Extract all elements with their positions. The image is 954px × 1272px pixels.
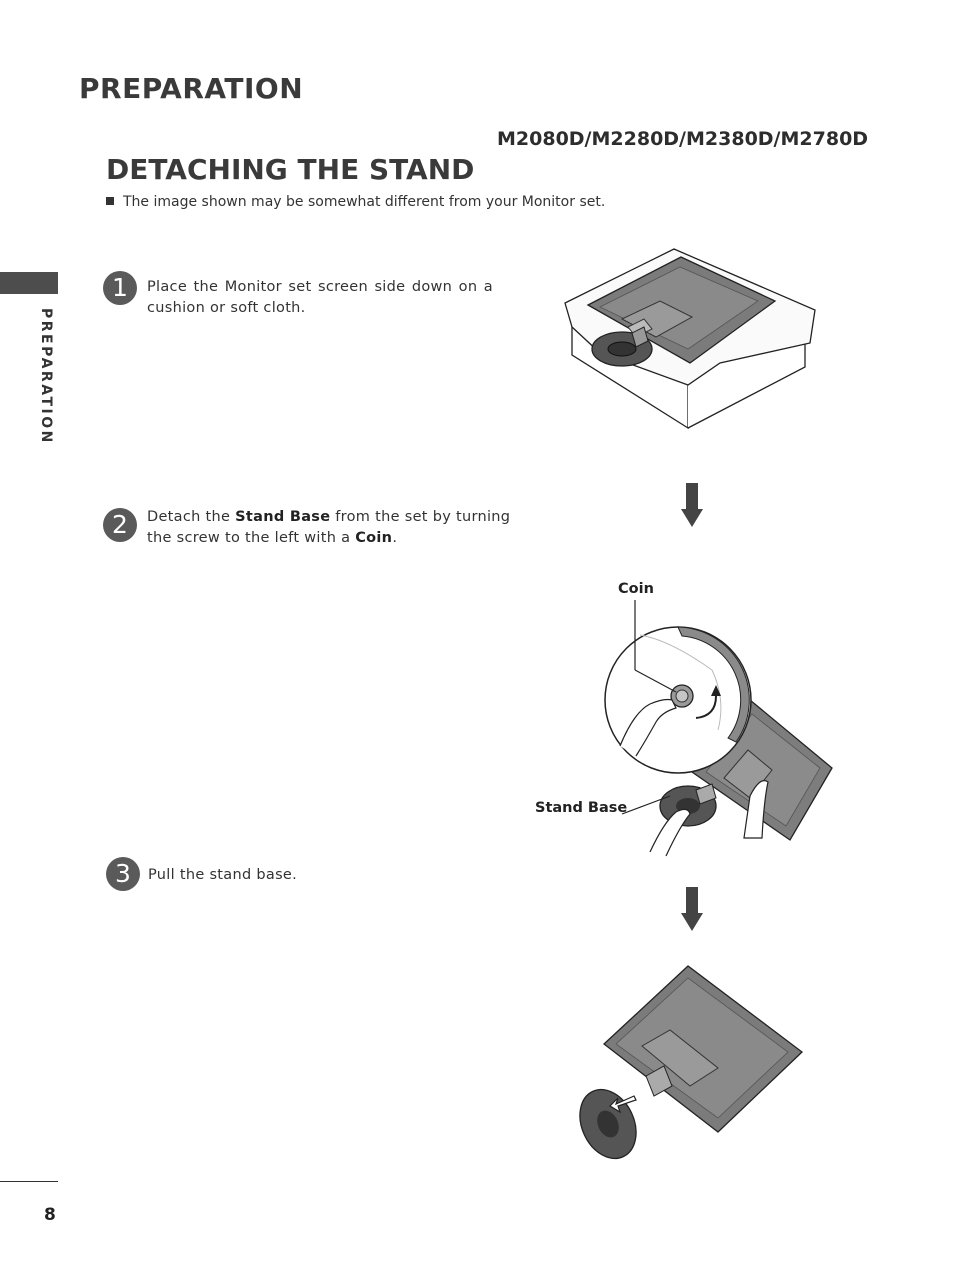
section-title: PREPARATION — [79, 72, 304, 105]
detach-stand-coin-illustration — [604, 600, 833, 857]
arrow-down-icon — [681, 887, 703, 931]
step-1-number: 1 — [103, 271, 137, 305]
page-number: 8 — [44, 1205, 56, 1225]
step-2-bold-stand-base: Stand Base — [235, 509, 331, 525]
side-section-label: PREPARATION — [38, 308, 54, 445]
note-text: The image shown may be somewhat differen… — [123, 194, 606, 210]
step-2-text-part: . — [392, 530, 398, 546]
step-2-bold-coin: Coin — [355, 530, 393, 546]
coin-callout-label: Coin — [618, 581, 654, 597]
bullet-square-icon — [106, 197, 114, 205]
pull-stand-base-illustration — [579, 965, 804, 1160]
step-3-number: 3 — [106, 857, 140, 891]
monitor-on-cushion-illustration — [564, 248, 816, 430]
model-list: M2080D/M2280D/M2380D/M2780D — [497, 128, 869, 150]
arrow-down-icon — [681, 483, 703, 527]
step-1-text: Place the Monitor set screen side down o… — [147, 279, 493, 316]
step-2-text-part: Detach the — [147, 509, 236, 525]
note: The image shown may be somewhat differen… — [106, 194, 605, 210]
footer-rule — [0, 1181, 58, 1182]
step-2-number: 2 — [103, 508, 137, 542]
step-2-text: Detach the Stand Base from the set by tu… — [147, 507, 527, 549]
page-title: DETACHING THE STAND — [106, 153, 475, 186]
side-tab-marker — [0, 272, 58, 294]
step-3-text: Pull the stand base. — [148, 867, 298, 883]
stand-base-callout-label: Stand Base — [535, 800, 628, 816]
step-2-text-part: from the set by turning the screw to the… — [147, 509, 511, 546]
